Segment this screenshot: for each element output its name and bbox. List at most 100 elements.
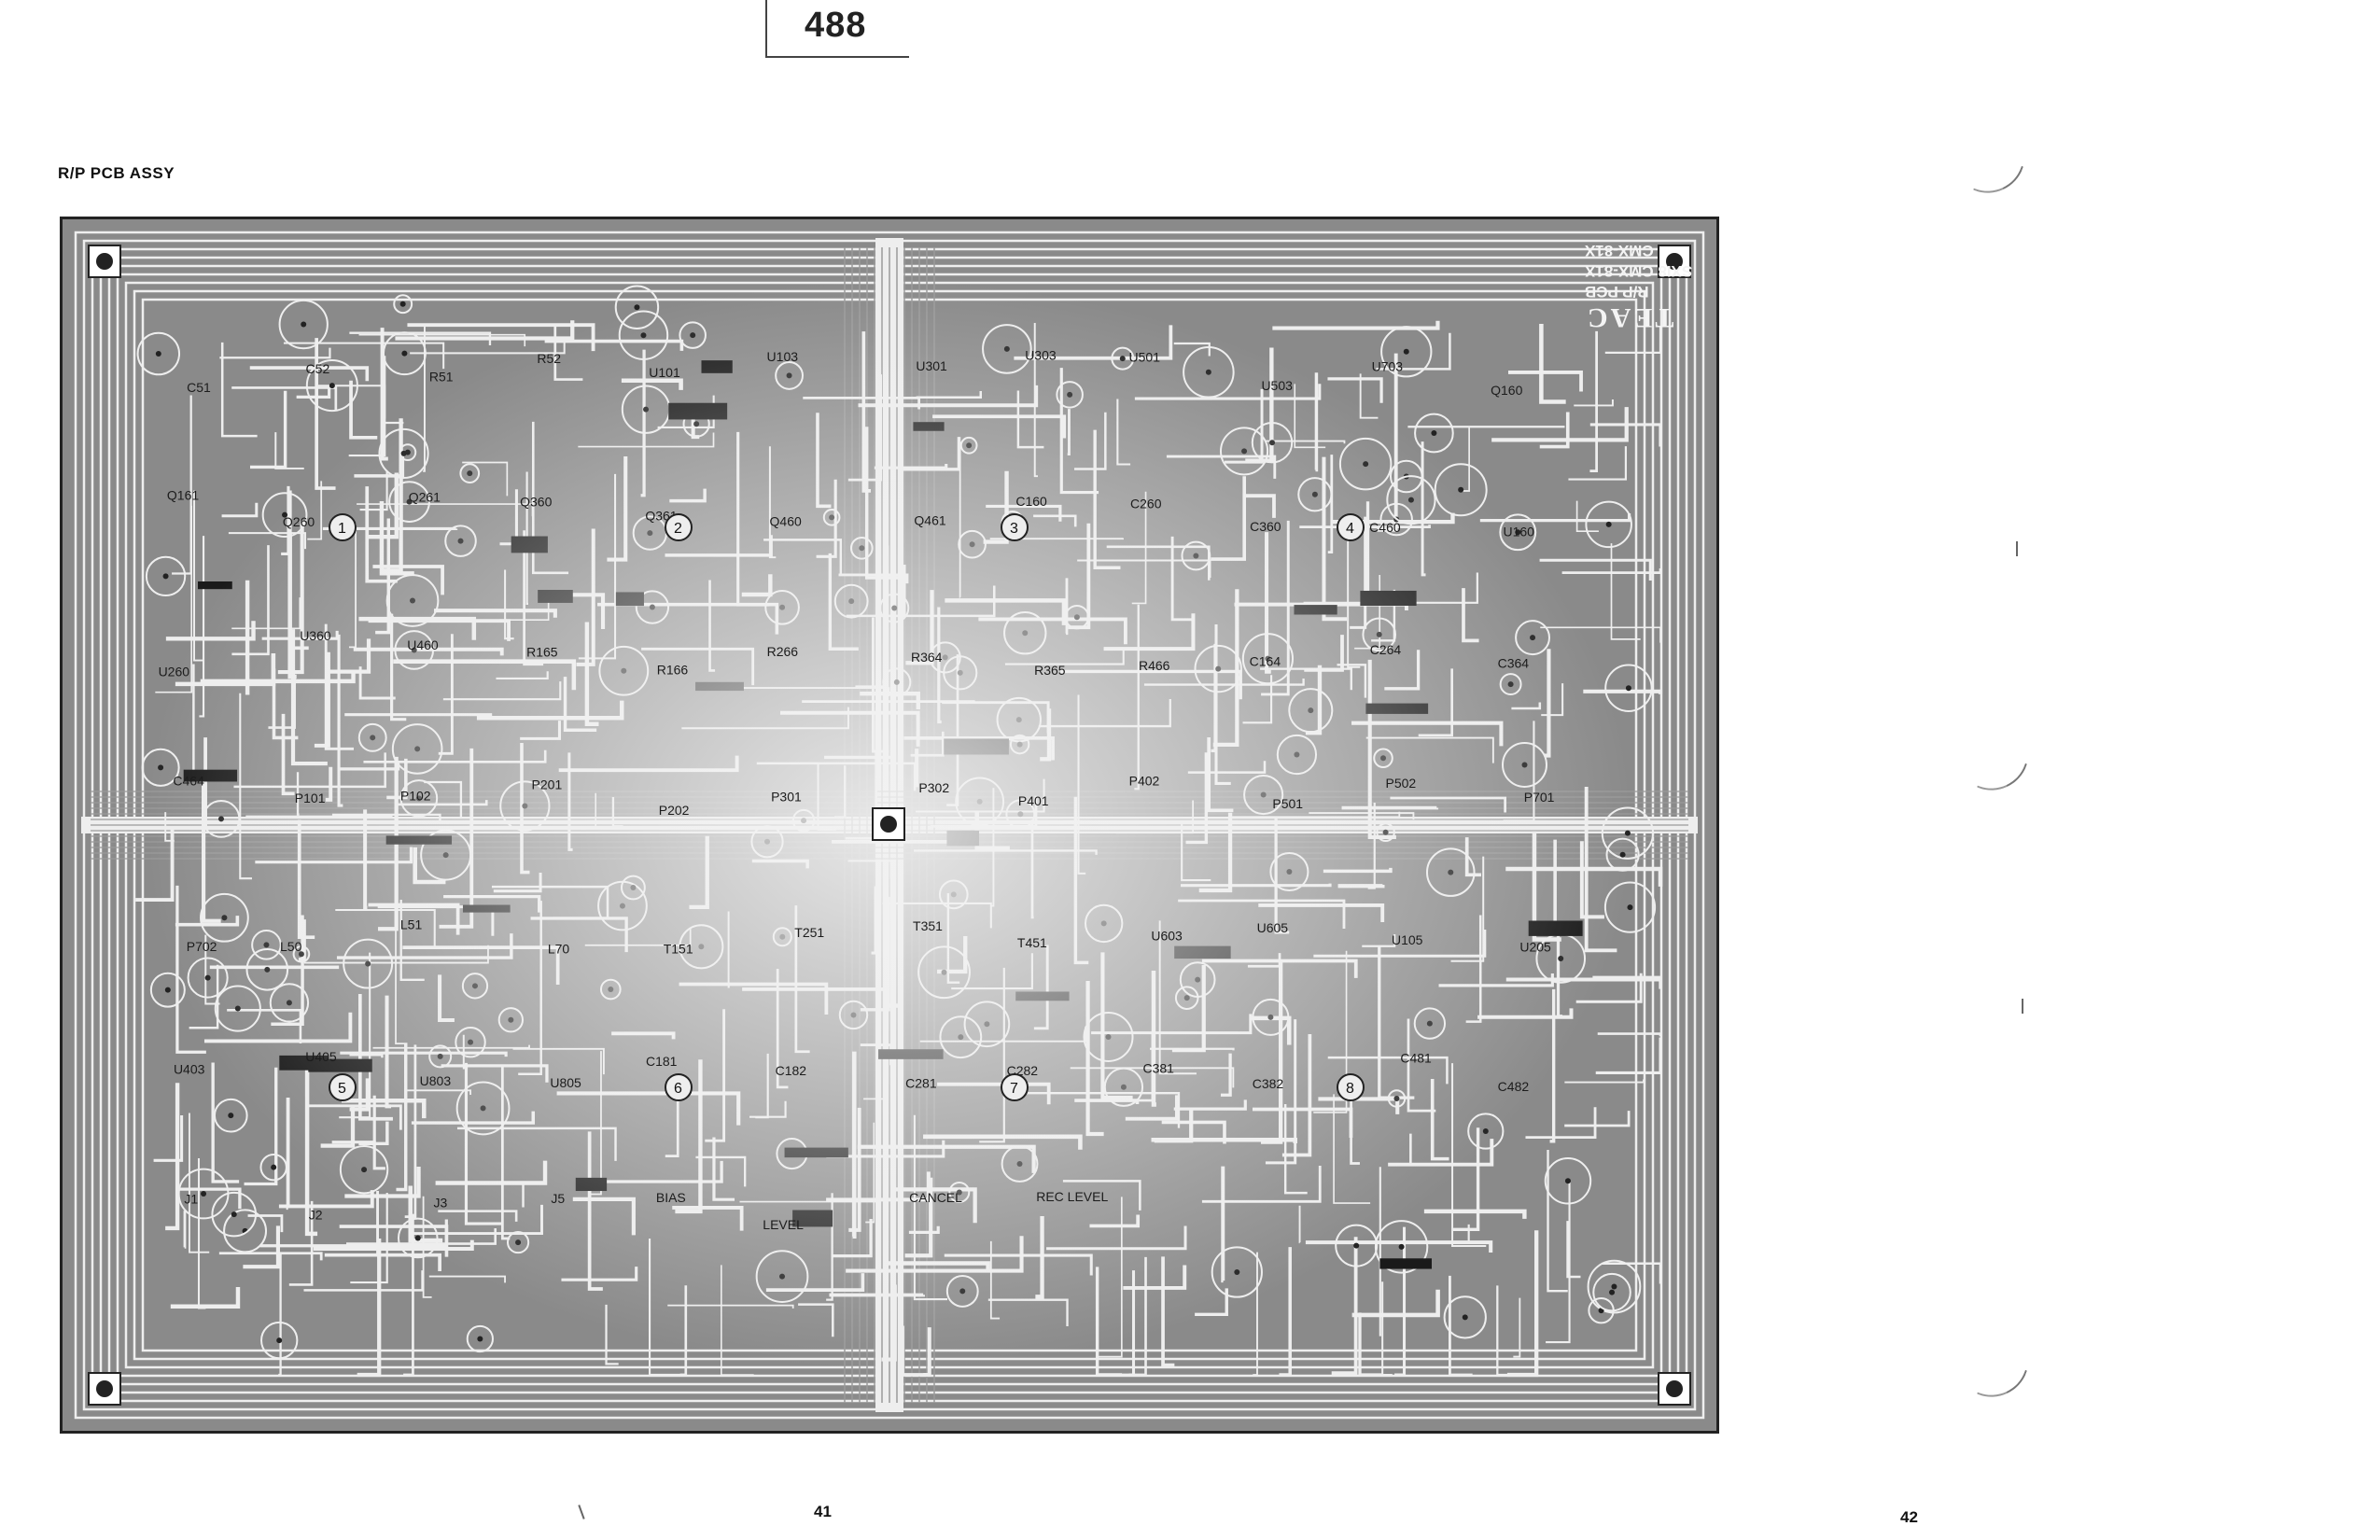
- part-label: Q261: [409, 489, 441, 504]
- mounting-hole: [1658, 1372, 1691, 1406]
- part-label: Q161: [167, 487, 199, 502]
- part-label: C382: [1253, 1076, 1284, 1091]
- folio-left: 41: [814, 1503, 832, 1520]
- part-label: L70: [548, 941, 570, 956]
- part-label: J1: [184, 1191, 198, 1206]
- section-title: R/P PCB ASSY: [58, 164, 175, 182]
- folio-right: 42: [1900, 1508, 1918, 1526]
- mounting-hole-center: [96, 253, 113, 270]
- board-label-line-2: SXI8 CMX-81X: [1584, 262, 1692, 280]
- part-label: R52: [537, 351, 561, 366]
- channel-marker-number: 2: [674, 521, 682, 537]
- part-label: R51: [429, 369, 454, 384]
- part-label: CANCEL: [909, 1190, 962, 1205]
- part-label: C364: [1498, 655, 1530, 670]
- part-label: P102: [400, 789, 431, 804]
- part-label: C182: [776, 1063, 807, 1078]
- channel-marker-number: 7: [1010, 1081, 1018, 1097]
- channel-marker: [1001, 513, 1029, 541]
- board-label-line-3: CMX-81X: [1584, 242, 1654, 259]
- channel-marker-number: 1: [338, 521, 346, 537]
- part-label: R166: [657, 663, 689, 678]
- part-label: C481: [1400, 1051, 1432, 1066]
- part-label: C460: [1369, 520, 1401, 535]
- part-label: J5: [551, 1191, 565, 1206]
- part-label: R266: [767, 644, 799, 659]
- binder-hole-mark: [1973, 153, 2023, 203]
- part-label: U703: [1372, 359, 1404, 374]
- part-label: C160: [1015, 494, 1047, 509]
- mounting-hole-center: [96, 1380, 113, 1397]
- part-label: U103: [767, 349, 799, 364]
- part-label: U303: [1025, 348, 1057, 363]
- part-label: U205: [1519, 939, 1551, 954]
- part-label: LEVEL: [763, 1217, 804, 1232]
- part-label: U105: [1392, 932, 1423, 947]
- margin-mark: [2016, 541, 2018, 556]
- part-label: C281: [905, 1076, 937, 1091]
- part-label: P702: [187, 939, 217, 954]
- page-number-box: 488: [765, 0, 909, 58]
- channel-marker: [1337, 513, 1365, 541]
- part-label: P101: [295, 791, 326, 805]
- mounting-hole: [872, 807, 905, 841]
- part-label: L51: [400, 917, 423, 932]
- part-label: R365: [1034, 663, 1066, 678]
- part-label: Q460: [770, 513, 802, 528]
- part-label: U803: [420, 1073, 452, 1088]
- part-label: C464: [173, 773, 204, 788]
- part-label: U160: [1503, 524, 1534, 539]
- binder-hole-mark: [1977, 750, 2027, 801]
- part-label: U805: [550, 1075, 581, 1090]
- mounting-hole-center: [880, 816, 897, 833]
- part-label: C52: [306, 361, 330, 376]
- mounting-hole-center: [1666, 253, 1683, 270]
- part-label: U301: [916, 358, 947, 373]
- part-label: C164: [1250, 654, 1281, 669]
- part-label: R165: [526, 645, 558, 660]
- board-label-line-1: R/P PCB: [1584, 283, 1649, 301]
- part-label: P201: [532, 777, 563, 792]
- channel-marker-number: 8: [1346, 1081, 1354, 1097]
- part-label: C381: [1142, 1061, 1174, 1076]
- part-label: T451: [1017, 935, 1047, 950]
- part-label: P401: [1018, 793, 1049, 808]
- margin-mark: [578, 1505, 585, 1519]
- part-label: REC LEVEL: [1036, 1189, 1108, 1204]
- part-label: P402: [1129, 773, 1160, 788]
- part-label: C260: [1130, 497, 1162, 511]
- board-silkscreen-label: TEAC R/P PCB SXI8 CMX-81X CMX-81X: [1585, 240, 1692, 333]
- part-label: U260: [159, 665, 190, 679]
- part-label: L50: [280, 939, 302, 954]
- part-label: C264: [1370, 642, 1402, 657]
- part-label: U503: [1261, 378, 1293, 393]
- part-label: C360: [1250, 519, 1281, 534]
- channel-marker-number: 4: [1346, 521, 1354, 537]
- channel-marker: [329, 1073, 357, 1101]
- part-label: C51: [187, 380, 211, 395]
- channel-marker: [329, 513, 357, 541]
- part-label: J2: [309, 1207, 323, 1222]
- channel-marker-number: 6: [674, 1081, 682, 1097]
- channel-marker: [665, 513, 693, 541]
- part-label: P202: [659, 803, 690, 818]
- channel-marker: [665, 1073, 693, 1101]
- part-label: Q360: [520, 494, 552, 509]
- part-label: J3: [434, 1196, 448, 1211]
- part-label: BIAS: [656, 1190, 686, 1205]
- channel-marker-number: 3: [1010, 521, 1018, 537]
- board-brand: TEAC: [1584, 302, 1674, 333]
- part-label: U360: [300, 628, 331, 643]
- part-label: U101: [649, 365, 680, 380]
- channel-marker: [1001, 1073, 1029, 1101]
- part-label: P302: [918, 780, 949, 795]
- mounting-hole-center: [1666, 1380, 1683, 1397]
- part-label: Q160: [1491, 383, 1522, 398]
- part-label: P502: [1386, 776, 1417, 791]
- part-label: P301: [771, 790, 802, 805]
- part-label: T351: [913, 918, 943, 933]
- part-label: R364: [911, 650, 943, 665]
- part-label: T251: [794, 925, 824, 940]
